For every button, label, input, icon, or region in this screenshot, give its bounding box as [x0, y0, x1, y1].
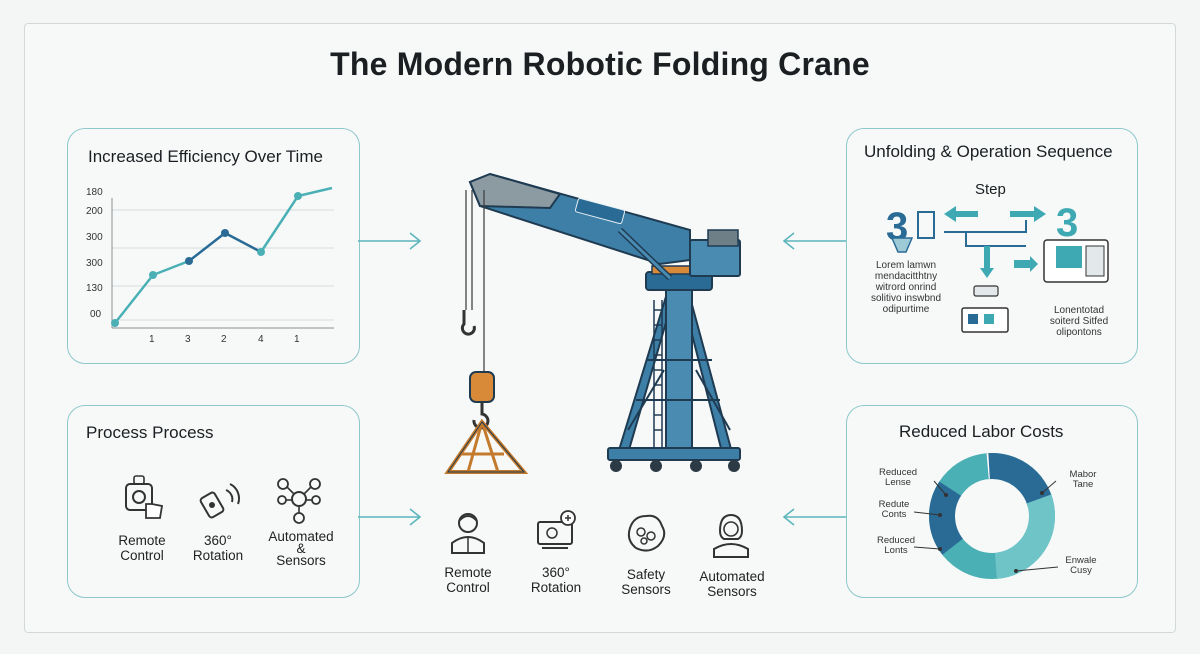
- process-label-remote: Remote Control: [118, 533, 166, 563]
- ladder: [653, 300, 663, 450]
- arrow-efficiency-to-crane: [358, 232, 422, 250]
- sequence-panel-title: Unfolding & Operation Sequence: [864, 142, 1113, 161]
- y-tick: 300: [86, 232, 103, 243]
- y-tick: 130: [86, 283, 103, 294]
- efficiency-line-chart: 180 200 300 300 130 00 1 3 2 4 1: [86, 186, 334, 345]
- sequence-step-label: Step: [975, 181, 1006, 198]
- arrow-right-small-icon: [1014, 256, 1038, 272]
- page-title: The Modern Robotic Folding Crane: [330, 46, 870, 82]
- y-tick: 180: [86, 187, 103, 198]
- rotation-icon: [537, 510, 576, 549]
- frame-icon: [917, 211, 935, 239]
- boom-label-plate: [574, 197, 626, 225]
- load-frame: [444, 418, 529, 474]
- operator-icon: [451, 513, 485, 554]
- labor-label-2: Redute Conts: [878, 499, 910, 520]
- y-tick: 200: [86, 206, 103, 217]
- labor-label-1: Reduced Lense: [878, 467, 918, 488]
- remote-hand-icon: [125, 475, 164, 519]
- hook-block: [469, 371, 495, 403]
- rotation-remote-icon: [199, 483, 241, 519]
- labor-label-5: Enwale Cusy: [1065, 555, 1097, 576]
- folding-crane-illustration: [444, 172, 741, 474]
- arrow-left-icon: [944, 206, 978, 222]
- feature-label-safety: Safety Sensors: [621, 567, 671, 597]
- arrow-labor-to-features: [782, 508, 846, 526]
- labor-leader-lines: [913, 480, 1059, 573]
- arrow-down-icon: [980, 246, 994, 278]
- safety-sensor-icon: [627, 514, 666, 552]
- efficiency-points: [111, 192, 302, 327]
- x-tick: 1: [149, 334, 155, 345]
- feature-label-rotation: 360° Rotation: [530, 565, 582, 595]
- crane-cables: [465, 190, 485, 375]
- feature-label-automated: Automated Sensors: [699, 569, 765, 599]
- process-panel: [67, 405, 360, 598]
- funnel-icon: [890, 237, 914, 253]
- process-panel-title: Process Process: [86, 423, 214, 442]
- sensor-network-icon: [277, 478, 321, 524]
- labor-label-3: Reduced Lonts: [876, 535, 916, 556]
- boom-tip-section: [468, 172, 562, 210]
- feature-label-remote: Remote Control: [444, 565, 492, 595]
- arrow-process-to-features: [358, 508, 422, 526]
- x-tick: 4: [258, 334, 264, 345]
- efficiency-panel-title: Increased Efficiency Over Time: [88, 147, 323, 166]
- crane-wheels: [610, 460, 740, 472]
- labor-label-4: Mabor Tane: [1069, 469, 1097, 490]
- arrow-sequence-to-crane: [782, 232, 846, 250]
- y-tick: 00: [90, 309, 102, 320]
- sequence-note-left: Lorem lamwn mendacitthtny witrord onrind…: [870, 260, 942, 315]
- sequence-note-right: Lonentotad soiterd Sitfed olipontons: [1049, 305, 1109, 338]
- x-tick: 2: [221, 334, 227, 345]
- y-tick: 300: [86, 258, 103, 269]
- x-tick: 3: [185, 334, 191, 345]
- crane-base: [607, 447, 741, 461]
- module-icon: [973, 285, 999, 297]
- process-label-sensors: Automated & Sensors: [268, 529, 334, 568]
- arrow-right-icon: [1010, 206, 1046, 222]
- labor-donut-chart: [929, 453, 1055, 579]
- x-tick: 1: [294, 334, 300, 345]
- worker-icon: [713, 513, 749, 558]
- process-label-rotation: 360° Rotation: [192, 533, 244, 563]
- sequence-flow-diagram: 3 3: [886, 201, 1109, 333]
- sequence-step-number-right: 3: [1056, 201, 1078, 245]
- hook-small: [460, 310, 476, 336]
- labor-panel-title: Reduced Labor Costs: [899, 422, 1064, 441]
